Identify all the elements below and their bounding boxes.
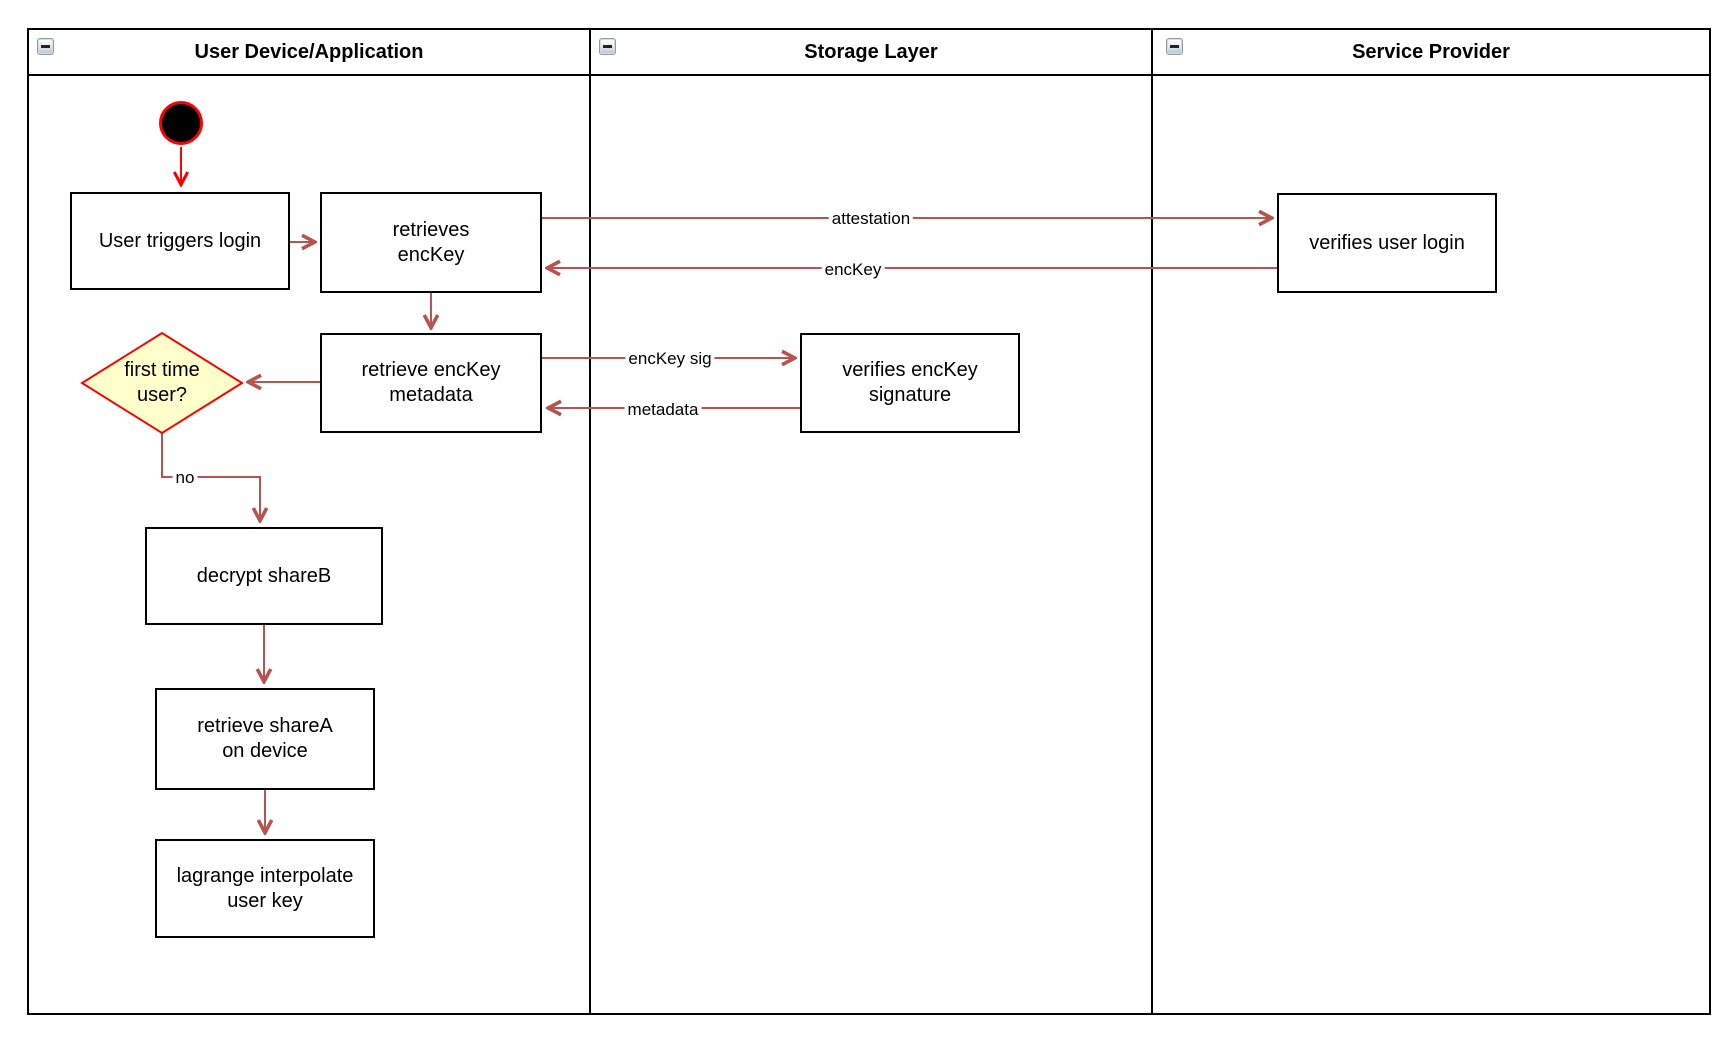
node-label: verifies encKey signature: [842, 359, 978, 406]
lane-collapse-button-user-device[interactable]: [37, 38, 54, 55]
node-retrieve-enckey-metadata[interactable]: retrieve encKey metadata: [320, 333, 542, 433]
start-node[interactable]: [159, 101, 203, 145]
node-label: retrieve encKey metadata: [361, 359, 501, 406]
node-retrieves-enckey[interactable]: retrieves encKey: [320, 192, 542, 293]
edge-decision-no-to-decrypt[interactable]: [161, 433, 260, 520]
node-lagrange-interpolate[interactable]: lagrange interpolate user key: [155, 839, 375, 938]
node-verifies-enckey-signature[interactable]: verifies encKey signature: [800, 333, 1020, 433]
node-label: verifies user login: [1309, 231, 1465, 254]
edge-label-enckey-sig[interactable]: encKey sig: [625, 349, 715, 369]
node-label: retrieve shareA on device: [197, 715, 333, 762]
edge-label-enckey[interactable]: encKey: [821, 260, 885, 280]
lane-title-user-device[interactable]: User Device/Application: [194, 41, 424, 63]
edge-label-metadata[interactable]: metadata: [624, 400, 702, 420]
node-label: retrieves encKey: [392, 218, 470, 266]
pool-outline: [27, 28, 1711, 1015]
minus-icon: [41, 45, 50, 48]
node-verifies-user-login[interactable]: verifies user login: [1277, 193, 1497, 293]
node-decrypt-shareb[interactable]: decrypt shareB: [145, 527, 383, 625]
node-retrieve-sharea[interactable]: retrieve shareA on device: [155, 688, 375, 790]
edge-label-attestation[interactable]: attestation: [828, 209, 914, 229]
node-first-time-user-decision[interactable]: [80, 331, 244, 435]
lane-collapse-button-storage-layer[interactable]: [599, 38, 616, 55]
node-label: lagrange interpolate user key: [176, 864, 354, 912]
edge-label-no[interactable]: no: [172, 468, 198, 488]
decision-label: first time user?: [124, 359, 200, 406]
lane-title-service-provider[interactable]: Service Provider: [1352, 41, 1510, 63]
node-user-triggers-login[interactable]: User triggers login: [70, 192, 290, 290]
minus-icon: [1170, 45, 1179, 48]
node-label: User triggers login: [98, 229, 262, 252]
minus-icon: [603, 45, 612, 48]
lane-collapse-button-service-provider[interactable]: [1166, 38, 1183, 55]
node-label: decrypt shareB: [196, 564, 332, 587]
lane-title-storage-layer[interactable]: Storage Layer: [804, 41, 938, 63]
